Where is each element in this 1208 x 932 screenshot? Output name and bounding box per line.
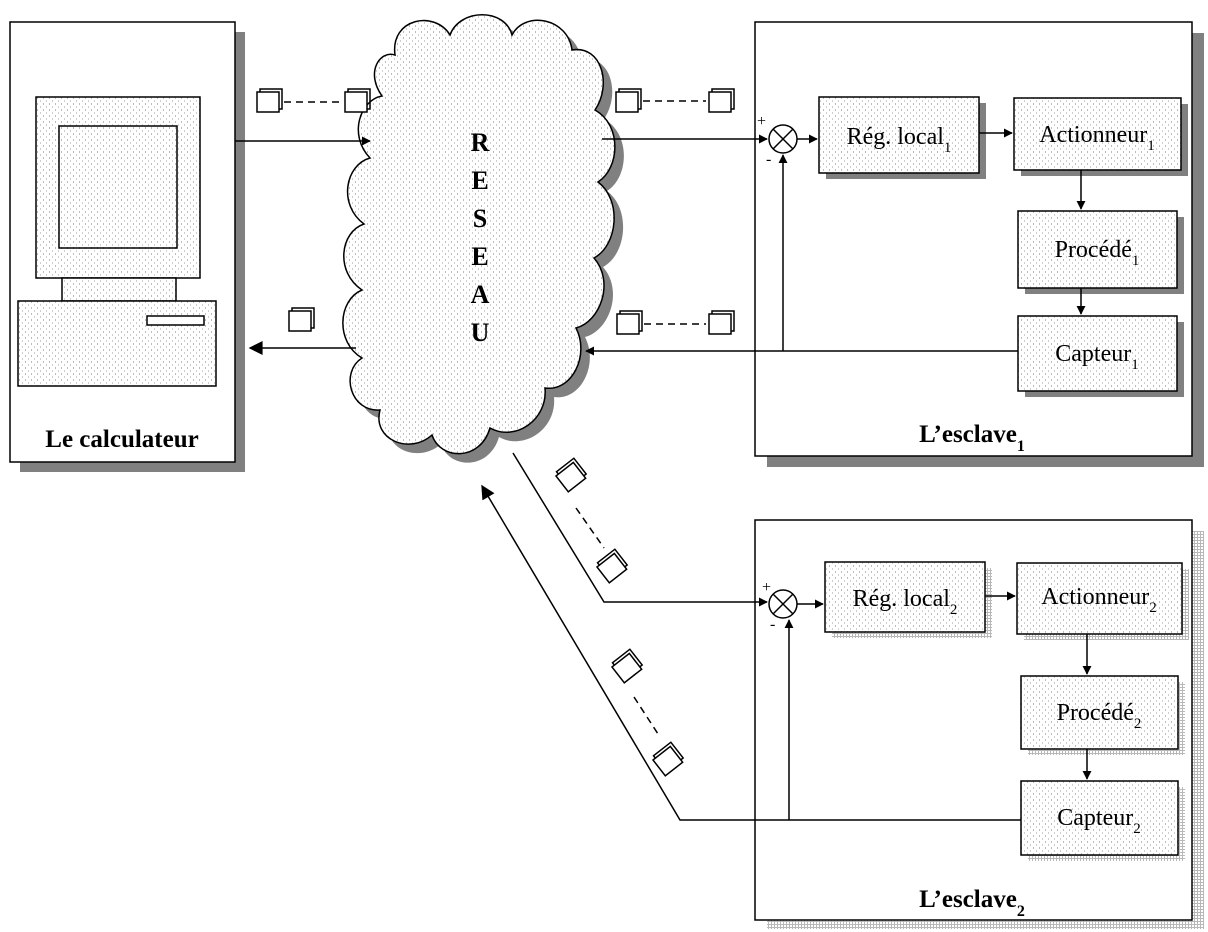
minus-sign: - — [766, 151, 771, 168]
regulator-block: Rég. local2 — [825, 562, 992, 638]
network-to-slave2-arrow — [513, 453, 767, 602]
packet-icon — [345, 89, 370, 112]
computer-label: Le calculateur — [45, 426, 198, 453]
packet-icon — [651, 742, 685, 776]
plus-sign: + — [762, 579, 771, 596]
packet-icon — [595, 549, 629, 583]
minus-sign: - — [770, 616, 775, 633]
actuator-block: Actionneur1 — [1014, 98, 1188, 176]
network-letter-a: A — [471, 280, 490, 309]
network-letter-s: S — [473, 204, 487, 233]
packet-icon — [554, 458, 588, 492]
packet-icon — [709, 311, 734, 334]
packet-icon — [616, 89, 641, 112]
computer-icon — [18, 97, 216, 386]
sensor-block: Capteur1 — [1018, 316, 1184, 397]
packet-icon — [617, 311, 642, 334]
process-block: Procédé1 — [1018, 211, 1184, 294]
packet-icon — [257, 89, 282, 112]
regulator-block: Rég. local1 — [819, 97, 986, 179]
process-block: Procédé2 — [1021, 676, 1185, 755]
actuator-block: Actionneur2 — [1017, 563, 1189, 640]
network-letter-r: R — [471, 128, 490, 157]
slave2-panel: + - Rég. local2 Actionneur2 Procédé2 Cap… — [755, 520, 1204, 929]
network-cloud: R E S E A U — [343, 15, 624, 463]
packet-icon — [610, 649, 644, 683]
computer-panel: Le calculateur — [10, 22, 245, 472]
network-letter-e2: E — [471, 242, 488, 271]
packet-icon — [709, 89, 734, 112]
network-letter-e: E — [471, 166, 488, 195]
packet-icon — [289, 308, 314, 331]
plus-sign: + — [757, 113, 766, 130]
sensor-block: Capteur2 — [1021, 781, 1185, 861]
slave1-panel: + - Rég. local1 Actionneur1 Procédé1 Cap… — [755, 22, 1204, 467]
network-letter-u: U — [471, 318, 490, 347]
